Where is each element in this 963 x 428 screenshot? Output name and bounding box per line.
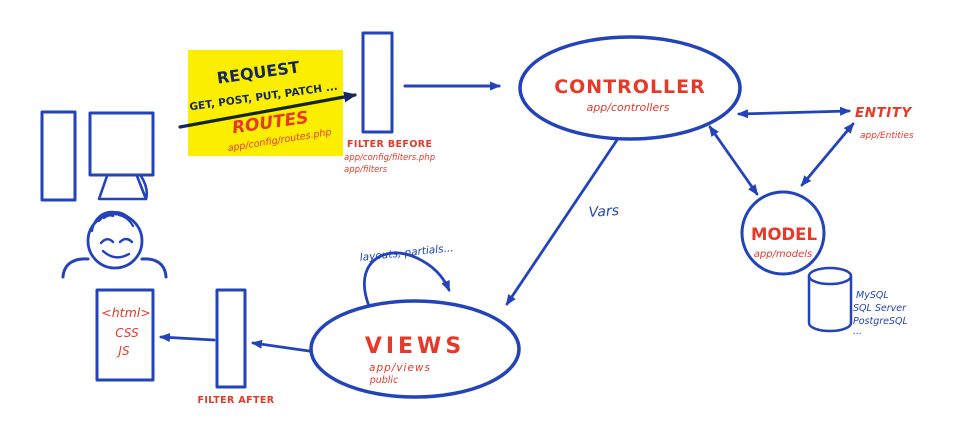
controller-ellipse (518, 35, 742, 141)
views-loop-arrow (362, 251, 451, 308)
arrow-filter-after-to-output (159, 333, 216, 343)
user-shoulders-icon (61, 257, 168, 279)
filter-before-path-1: app/config/filters.php (344, 153, 435, 163)
client-computer-icon (40, 110, 155, 202)
computer-tower-icon (40, 110, 77, 202)
request-arrow (178, 91, 357, 129)
database-cylinder-icon (807, 266, 853, 333)
views-path-1: app/views (369, 362, 431, 374)
filter-before-path-2: app/filters (344, 165, 388, 175)
user-left-eye-icon (99, 238, 115, 245)
views-ellipse (309, 299, 521, 399)
layouts-partials-label: layouts, partials... (359, 242, 454, 264)
db-engine-more: ... (853, 326, 862, 337)
vars-label: Vars (588, 203, 619, 221)
arrow-controller-model (708, 125, 759, 196)
user-hair-icon (90, 210, 135, 233)
arrow-views-to-filter-after (251, 339, 311, 353)
filter-before-label: FILTER BEFORE (347, 139, 432, 150)
controller-label: CONTROLLER (554, 76, 706, 98)
output-line-js: JS (116, 344, 130, 358)
db-engine-3: PostgreSQL (853, 316, 908, 327)
controller-path: app/controllers (587, 101, 670, 114)
output-line-html: <html> (101, 305, 150, 320)
arrow-controller-entity (737, 106, 851, 119)
filter-after-label: FILTER AFTER (197, 395, 274, 406)
monitor-icon (88, 111, 155, 177)
model-circle (740, 190, 826, 276)
arrow-controller-views (505, 138, 619, 306)
user-icon (61, 210, 168, 279)
output-document-box (95, 288, 155, 382)
arrow-entity-model (800, 122, 855, 187)
views-path-2: public (369, 375, 399, 386)
monitor-stand-icon (97, 174, 149, 201)
entity-label: ENTITY (855, 105, 912, 121)
model-label: MODEL (751, 225, 817, 244)
views-label: VIEWS (365, 334, 465, 359)
user-right-eye-icon (118, 237, 134, 244)
user-smile-icon (101, 249, 131, 259)
filter-before-box (361, 31, 394, 134)
output-line-css: CSS (115, 326, 139, 340)
db-engine-2: SQL Server (853, 303, 907, 314)
db-engine-1: MySQL (856, 290, 889, 301)
filter-after-box (215, 288, 247, 389)
entity-path: app/Entities (860, 131, 914, 141)
model-path: app/models (754, 249, 813, 260)
